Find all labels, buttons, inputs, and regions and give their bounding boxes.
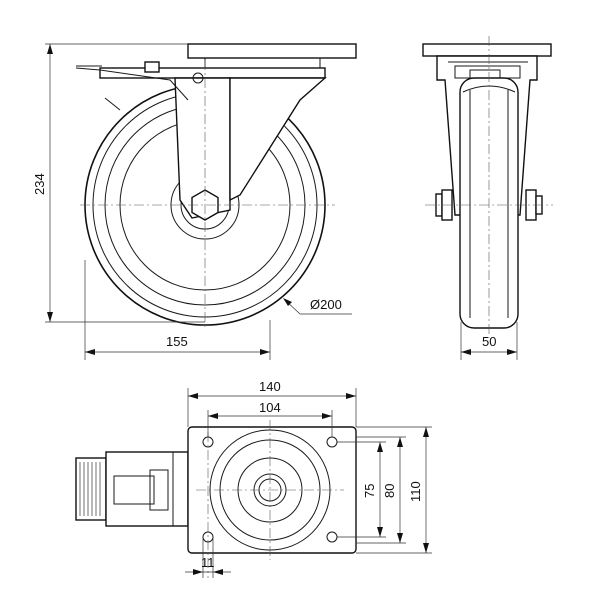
side-view: 234 155 Ø200 [32,43,357,360]
width-side-label: 155 [166,334,188,349]
dimension-wheel-diameter: Ø200 [283,297,352,315]
dimension-hole-spacing-width: 75 [337,441,386,538]
dimension-hole-spacing-length: 104 [207,400,333,437]
brake-lever [75,61,189,111]
brake-grip [79,462,101,516]
dimension-plate-length: 140 [187,379,357,427]
plate-length-label: 140 [259,379,281,394]
dimension-plate-width-inner: 80 [356,436,406,544]
dimension-wheel-width: 50 [460,322,518,360]
hole-spacing-width-label: 75 [362,484,377,498]
dimension-plate-width: 110 [356,426,432,554]
dimension-hole-diameter: 11 [185,537,231,578]
dimension-height: 234 [32,43,205,323]
hole-diameter-label: 11 [201,555,215,570]
height-label: 234 [32,173,47,195]
fork-side [174,72,327,221]
dimension-width-side: 155 [84,260,271,360]
wheel-diameter-label: Ø200 [310,297,342,312]
front-view: 50 [422,36,553,360]
plate-width-label: 110 [408,481,423,502]
plate-width-inner-label: 80 [382,484,397,498]
wheel-width-label: 50 [482,334,496,349]
hole-spacing-length-label: 104 [259,400,281,415]
top-view: 140 104 75 80 [75,379,432,578]
